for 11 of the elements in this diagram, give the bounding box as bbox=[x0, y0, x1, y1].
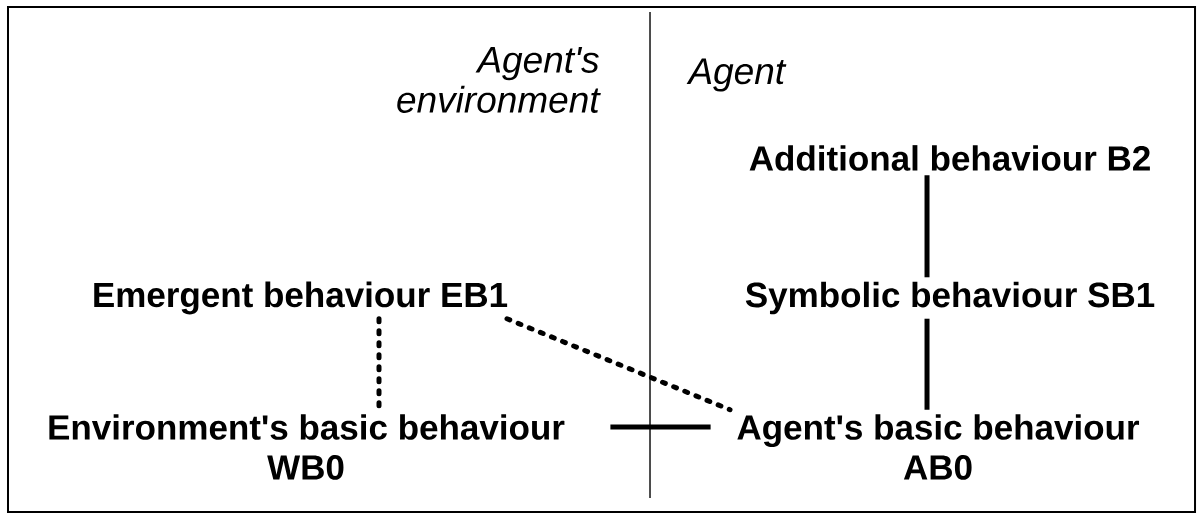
behaviour-label: Environment's basic behaviour WB0 bbox=[49, 414, 565, 480]
region-label: Agent's environment bbox=[397, 47, 601, 113]
behaviour-label: Agent's basic behaviour AB0 bbox=[737, 414, 1140, 480]
connector-line bbox=[610, 424, 711, 430]
behaviour-label: Emergent behaviour EB1 bbox=[94, 281, 508, 315]
connector-line bbox=[504, 316, 733, 413]
region-label: Agent bbox=[686, 58, 787, 92]
connector-line bbox=[924, 318, 930, 410]
behaviour-label: Symbolic behaviour SB1 bbox=[745, 281, 1155, 315]
behaviour-label: Additional behaviour B2 bbox=[749, 145, 1150, 171]
connector-line bbox=[924, 175, 930, 278]
